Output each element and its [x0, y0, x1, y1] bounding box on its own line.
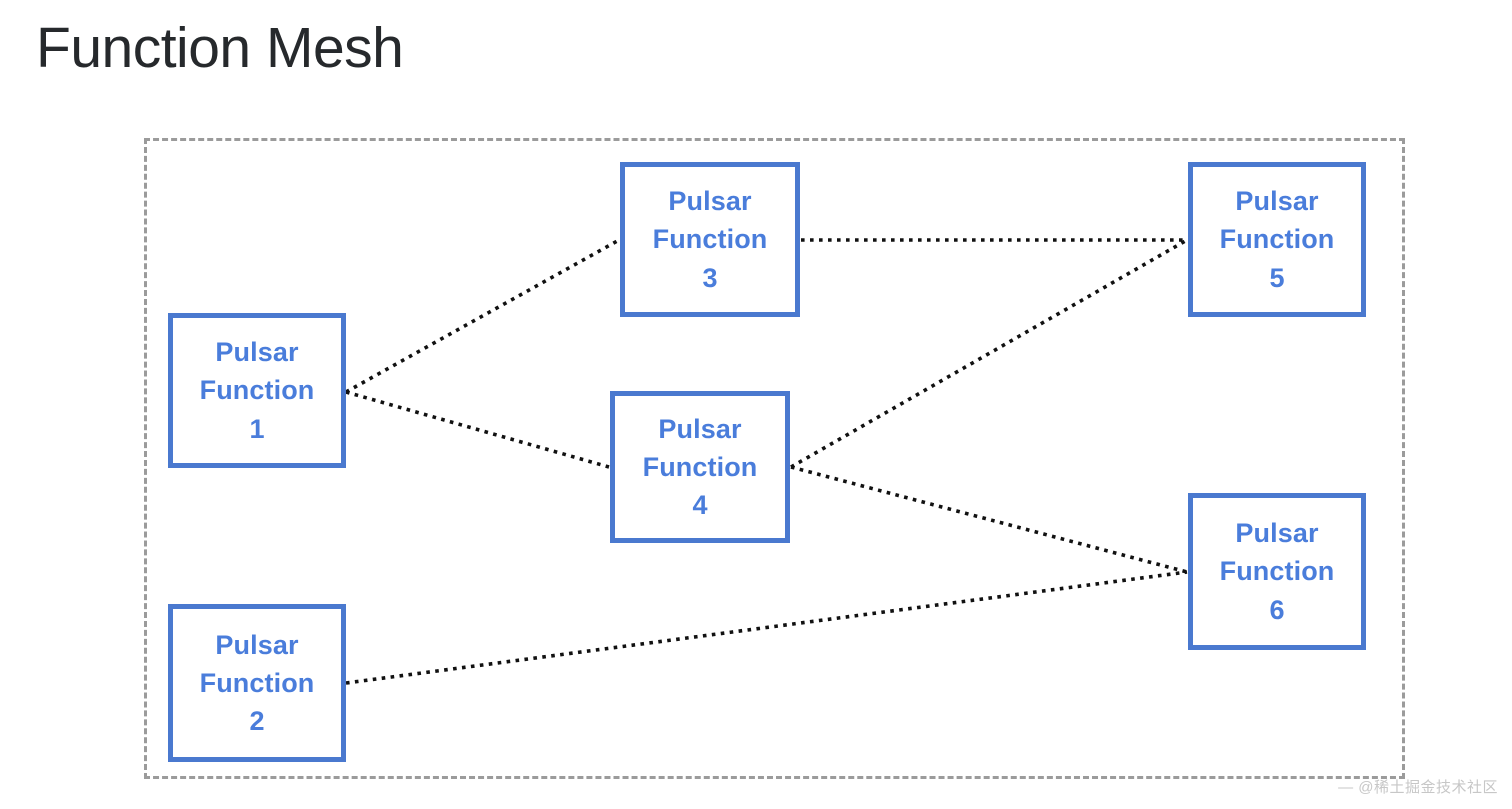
function-node-fn4[interactable]: Pulsar Function 4	[610, 391, 790, 543]
function-node-fn5[interactable]: Pulsar Function 5	[1188, 162, 1366, 317]
function-node-fn1[interactable]: Pulsar Function 1	[168, 313, 346, 468]
function-node-fn6[interactable]: Pulsar Function 6	[1188, 493, 1366, 650]
function-node-label: Pulsar Function 3	[652, 186, 768, 293]
function-node-label: Pulsar Function 6	[1219, 518, 1335, 625]
function-node-label: Pulsar Function 5	[1219, 186, 1335, 293]
function-node-label: Pulsar Function 2	[199, 629, 315, 737]
function-node-fn2[interactable]: Pulsar Function 2	[168, 604, 346, 762]
page-title: Function Mesh	[36, 16, 404, 80]
function-node-fn3[interactable]: Pulsar Function 3	[620, 162, 800, 317]
function-mesh-boundary	[144, 138, 1405, 779]
function-node-label: Pulsar Function 4	[642, 413, 758, 521]
function-node-label: Pulsar Function 1	[199, 337, 315, 444]
watermark: — @稀土掘金技术社区	[1338, 779, 1498, 796]
